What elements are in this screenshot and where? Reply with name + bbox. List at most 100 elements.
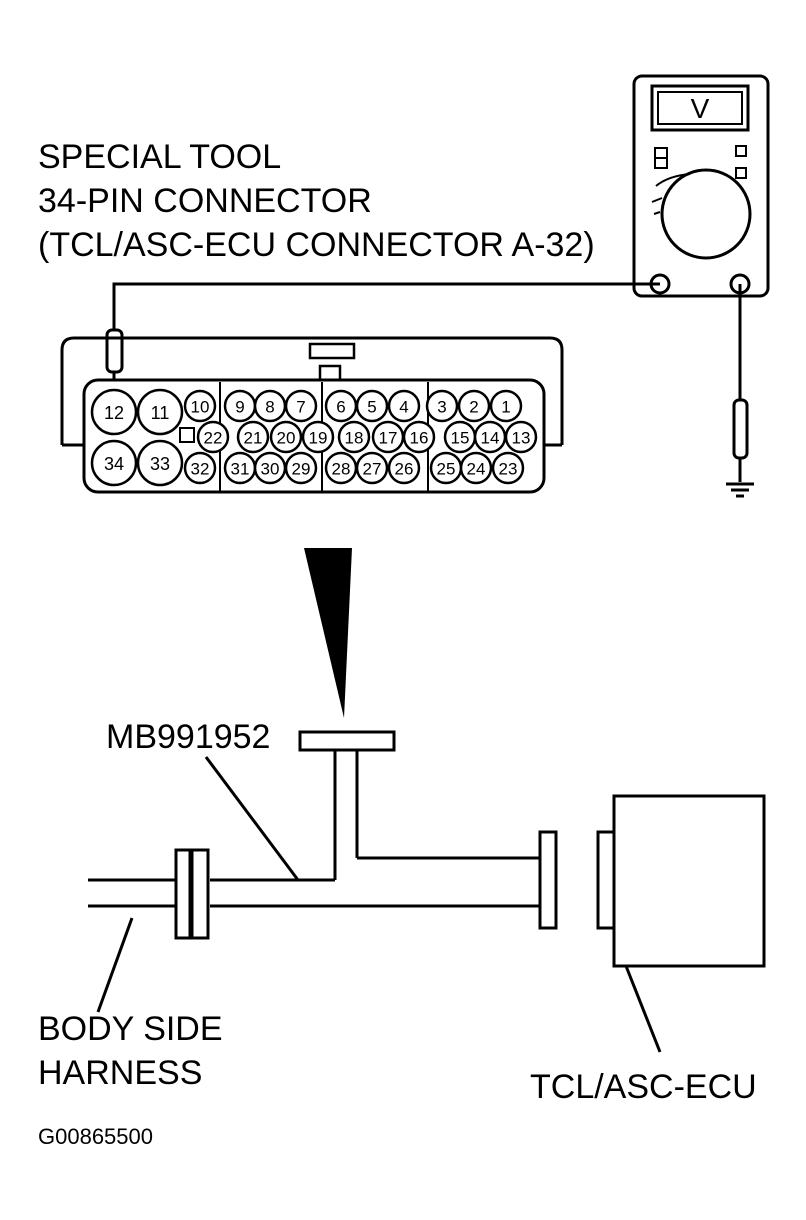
connector-pin: 27 (355, 451, 389, 485)
ecu-leader (624, 965, 662, 1053)
body-side-harness-label-line1: BODY SIDE (38, 1010, 223, 1048)
connector-pin-label: 5 (367, 398, 376, 417)
connector-pin-label: 33 (150, 454, 170, 474)
tool-number-leader (204, 756, 300, 881)
connector-pin-label: 9 (235, 398, 244, 417)
connector-key (308, 342, 356, 360)
connector-pin-label: 26 (395, 460, 414, 479)
ground-icon (726, 482, 754, 498)
connector-pin-label: 20 (277, 429, 296, 448)
connector-pin-label: 8 (265, 398, 274, 417)
connector-pin: 30 (253, 451, 287, 485)
adapter-ecu-connector (538, 830, 558, 930)
ecu-box (612, 794, 766, 968)
connector-pin: 21 (236, 420, 270, 454)
connector-pin-label: 27 (363, 460, 382, 479)
connector-pin-label: 3 (437, 398, 446, 417)
connector-pin: 15 (443, 420, 477, 454)
connector-pin-label: 19 (309, 429, 328, 448)
connector-pin-label: 32 (191, 460, 210, 479)
connector-pin: 10 (183, 389, 217, 423)
connector-pin-label: 16 (410, 429, 429, 448)
connector-pin-label: 11 (151, 403, 170, 423)
connector-pin-label: 24 (467, 460, 486, 479)
connector-pin-label: 22 (204, 429, 223, 448)
connector-pin: 8 (253, 389, 287, 423)
connector-pin-label: 14 (481, 429, 500, 448)
connector-pin: 32 (183, 451, 217, 485)
connector-pin-label: 25 (437, 460, 456, 479)
connector-pin-label: 17 (379, 429, 398, 448)
connector-pin: 4 (387, 389, 421, 423)
connector-pin-label: 6 (336, 398, 345, 417)
ground-probe (732, 398, 749, 460)
voltmeter-display-text: V (691, 93, 710, 124)
ecu-label: TCL/ASC-ECU (530, 1068, 757, 1106)
voltmeter: V (632, 74, 770, 298)
connector-pin-label: 31 (231, 460, 250, 479)
connector-pin: 9 (223, 389, 257, 423)
connector-pin-label: 1 (501, 398, 510, 417)
connector-pin-label: 34 (104, 454, 124, 474)
connector-pin: 19 (301, 420, 335, 454)
connector-latch-frame (60, 336, 564, 445)
special-tool-label-line3: (TCL/ASC-ECU CONNECTOR A-32) (38, 226, 595, 264)
connector-pin-label: 29 (292, 460, 311, 479)
connector-pin: 3 (425, 389, 459, 423)
positive-probe (105, 328, 124, 374)
connector-pin: 2 (457, 389, 491, 423)
tool-test-connector (298, 730, 396, 752)
connector-pin-label: 18 (345, 429, 364, 448)
connector-pin-label: 7 (296, 398, 305, 417)
special-tool-label-line1: SPECIAL TOOL (38, 138, 281, 176)
figure-id-label: G00865500 (38, 1124, 153, 1149)
connector-pin: 22 (196, 420, 230, 454)
connector-pin: 11 (136, 388, 184, 436)
connector-pin: 18 (337, 420, 371, 454)
special-tool-label-line2: 34-PIN CONNECTOR (38, 182, 372, 220)
connector-pin-label: 12 (104, 403, 124, 423)
connector-pin-label: 21 (244, 429, 263, 448)
connector-pin: 5 (355, 389, 389, 423)
connector-pin: 1 (489, 389, 523, 423)
connector-pin-label: 15 (451, 429, 470, 448)
connector-pin-label: 13 (512, 429, 531, 448)
connector-pin: 16 (402, 420, 436, 454)
positive-probe-wire (112, 282, 660, 330)
connector-pin: 29 (284, 451, 318, 485)
connector-pin-label: 2 (469, 398, 478, 417)
connector-pin-label: 10 (191, 398, 210, 417)
body-side-harness-label-line2: HARNESS (38, 1054, 202, 1092)
connector-pin: 26 (387, 451, 421, 485)
arrow-indicator (304, 548, 352, 718)
connector-pin-label: 30 (261, 460, 280, 479)
tool-number-label: MB991952 (106, 718, 270, 756)
connector-pin: 12 (90, 388, 138, 436)
connector-pin: 33 (136, 439, 184, 487)
connector-pin-label: 28 (332, 460, 351, 479)
connector-pin: 31 (223, 451, 257, 485)
voltmeter-dial (660, 168, 752, 260)
connector-pin: 13 (504, 420, 538, 454)
connector-pin: 28 (324, 451, 358, 485)
body-harness-leader (96, 917, 134, 1013)
connector-pin: 23 (491, 451, 525, 485)
connector-pin-label: 23 (499, 460, 518, 479)
ecu-connector (596, 830, 616, 930)
connector-pin: 17 (371, 420, 405, 454)
connector-pin-label: 4 (399, 398, 408, 417)
harness-connector-left (174, 848, 192, 940)
connector-pin: 20 (269, 420, 303, 454)
connector-pin: 6 (324, 389, 358, 423)
adapter-harness (210, 750, 540, 908)
voltmeter-display (650, 84, 750, 132)
connector-pin: 34 (90, 439, 138, 487)
connector-pin: 24 (459, 451, 493, 485)
harness-connector-right (190, 848, 210, 940)
connector-pin: 14 (473, 420, 507, 454)
connector-pin: 7 (284, 389, 318, 423)
body-side-harness (88, 848, 210, 940)
